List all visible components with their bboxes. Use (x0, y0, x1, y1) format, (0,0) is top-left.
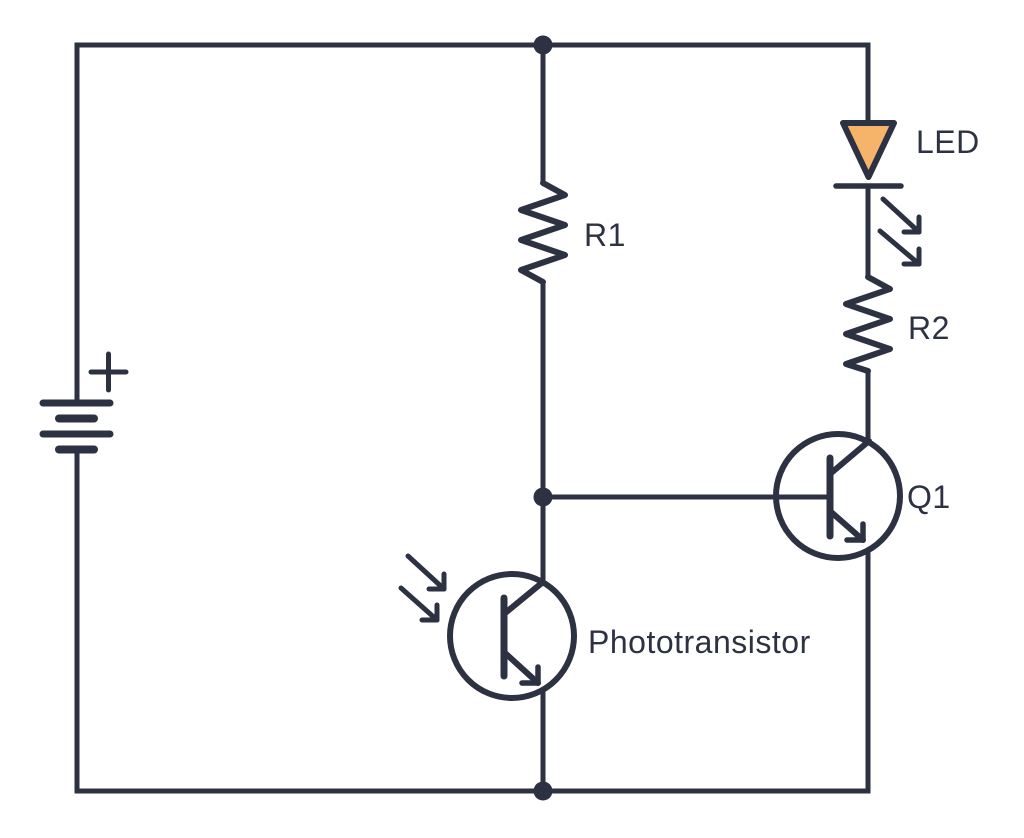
junction-dots (533, 35, 553, 801)
resistor-r1-label: R1 (584, 217, 626, 253)
transistor-q1-label: Q1 (907, 479, 951, 515)
resistor-r2-zigzag (843, 274, 893, 374)
resistor-r2: R2 (843, 274, 950, 374)
transistor-q1-circle (773, 431, 903, 561)
junction-dot-bottom (533, 781, 553, 801)
wires (74, 42, 871, 794)
led-emission-arrowhead-1 (901, 214, 922, 235)
wire-left-top-right (74, 42, 871, 403)
resistor-r1-zigzag (518, 180, 568, 285)
transistor-q1: Q1 (773, 431, 951, 561)
phototransistor-light-arrow-2 (398, 585, 440, 623)
transistor-q1-emitter (827, 508, 866, 543)
phototransistor-collector (501, 579, 546, 617)
wire-left-bottom-right (74, 450, 871, 794)
phototransistor-emitter (501, 649, 541, 686)
phototransistor-light-arrowhead-1 (426, 571, 447, 592)
transistor-q1-emitter-arrowhead (844, 521, 866, 543)
junction-dot-middle (533, 487, 553, 507)
transistor-q1-collector (827, 438, 872, 477)
phototransistor-emitter-arrowhead (519, 664, 541, 686)
phototransistor-circle (447, 571, 577, 701)
resistor-r2-label: R2 (908, 310, 950, 346)
resistor-r1: R1 (518, 180, 626, 285)
phototransistor-symbol: Phototransistor (398, 553, 811, 701)
phototransistor-light-arrowhead-2 (419, 602, 440, 623)
phototransistor-label: Phototransistor (588, 624, 811, 660)
battery-symbol (39, 351, 129, 454)
phototransistor-light-arrow-1 (405, 553, 447, 592)
led-symbol: LED (833, 120, 980, 267)
led-label: LED (916, 124, 980, 160)
junction-dot-top (533, 35, 553, 55)
led-emission-arrowhead-2 (901, 246, 922, 267)
led-triangle-icon (840, 120, 897, 180)
led-emission-arrow-1 (880, 196, 922, 235)
led-emission-arrow-2 (877, 228, 922, 267)
